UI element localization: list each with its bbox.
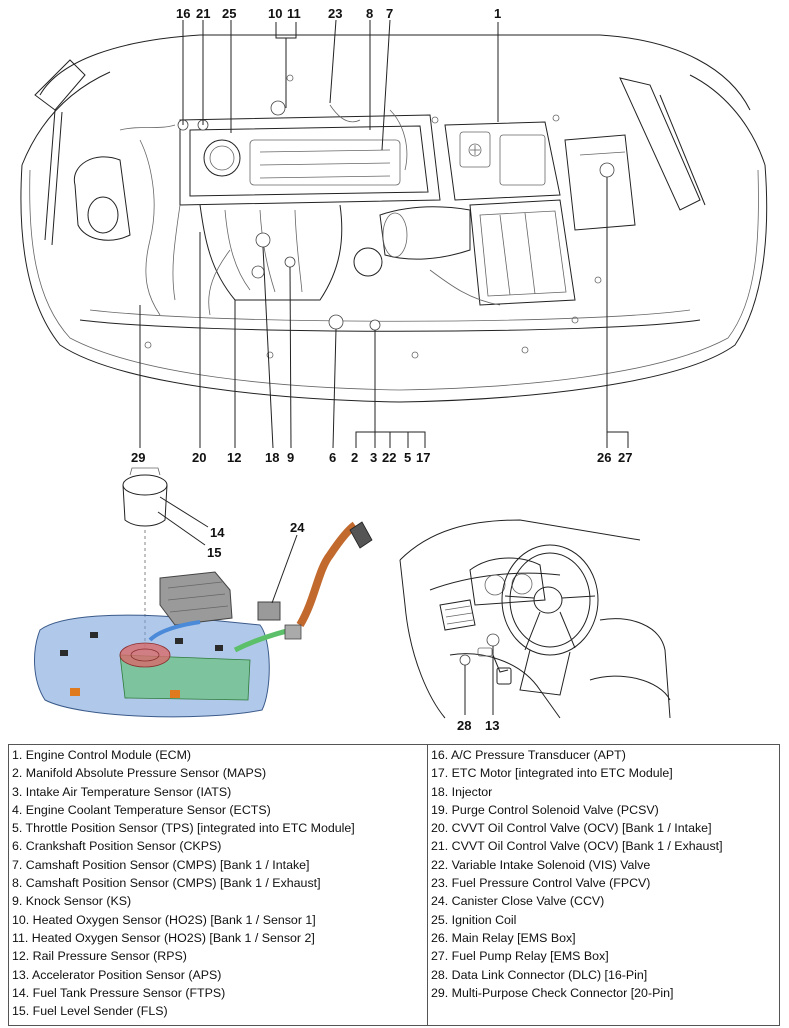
steering-wheel: [501, 544, 599, 656]
callout-18: 18: [265, 450, 279, 465]
callout-24: 24: [290, 520, 305, 535]
callout-13: 13: [485, 718, 499, 733]
legend-item: 8. Camshaft Position Sensor (CMPS) [Bank…: [12, 876, 321, 891]
legend-column-right: 16. A/C Pressure Transducer (APT) 17. ET…: [427, 744, 780, 1022]
callout-23: 23: [328, 6, 342, 21]
callout-29: 29: [131, 450, 145, 465]
legend-item: 12. Rail Pressure Sensor (RPS): [12, 949, 187, 964]
legend-item: 3. Intake Air Temperature Sensor (IATS): [12, 784, 232, 799]
fuel-leader-lines: [157, 496, 298, 604]
legend-item: 17. ETC Motor [integrated into ETC Modul…: [431, 766, 673, 781]
callout-20: 20: [192, 450, 206, 465]
callout-11: 11: [287, 6, 301, 21]
legend-item: 7. Camshaft Position Sensor (CMPS) [Bank…: [12, 857, 310, 872]
legend-item: 2. Manifold Absolute Pressure Sensor (MA…: [12, 766, 267, 781]
component-location-diagram: 16 21 25 10 11 23 8 7 1 29 20 12 18 9 6 …: [20, 6, 768, 733]
callout-26: 26: [597, 450, 611, 465]
callout-15: 15: [207, 545, 221, 560]
callout-9: 9: [287, 450, 294, 465]
filler-hose: [296, 521, 358, 628]
legend-item: 26. Main Relay [EMS Box]: [431, 930, 576, 945]
callout-27: 27: [618, 450, 632, 465]
cabin-illustration: [399, 519, 671, 719]
legend-column-left: 1. Engine Control Module (ECM) 2. Manifo…: [8, 744, 428, 1022]
callout-1: 1: [494, 6, 501, 21]
cabin-leader-lines: [464, 646, 494, 715]
callout-17: 17: [416, 450, 430, 465]
legend-item: 1. Engine Control Module (ECM): [12, 748, 192, 762]
callout-2: 2: [351, 450, 358, 465]
legend-item: 19. Purge Control Solenoid Valve (PCSV): [431, 802, 659, 817]
legend-item: 10. Heated Oxygen Sensor (HO2S) [Bank 1 …: [12, 912, 316, 927]
callout-25: 25: [222, 6, 236, 21]
canister: [159, 571, 233, 626]
callout-7: 7: [386, 6, 393, 21]
callout-28: 28: [457, 718, 471, 733]
legend-item: 16. A/C Pressure Transducer (APT): [431, 748, 626, 762]
legend-item: 25. Ignition Coil: [431, 912, 517, 927]
legend-item: 28. Data Link Connector (DLC) [16-Pin]: [431, 967, 648, 982]
legend-item: 13. Accelerator Position Sensor (APS): [12, 967, 222, 982]
legend-item: 5. Throttle Position Sensor (TPS) [integ…: [12, 821, 355, 836]
callout-16: 16: [176, 6, 190, 21]
callout-8: 8: [366, 6, 373, 21]
fuel-system-illustration: [34, 467, 373, 718]
callout-10: 10: [268, 6, 282, 21]
legend-item: 15. Fuel Level Sender (FLS): [12, 1004, 168, 1019]
engine-callouts: 16 21 25 10 11 23 8 7 1 29 20 12 18 9 6 …: [131, 6, 632, 465]
legend-item: 24. Canister Close Valve (CCV): [431, 894, 605, 909]
callout-21: 21: [196, 6, 210, 21]
legend-item: 22. Variable Intake Solenoid (VIS) Valve: [431, 857, 651, 872]
callout-6: 6: [329, 450, 336, 465]
legend-item: 4. Engine Coolant Temperature Sensor (EC…: [12, 802, 271, 817]
callout-3: 3: [370, 450, 377, 465]
component-legend-table: 1. Engine Control Module (ECM) 2. Manifo…: [8, 744, 780, 1027]
legend-item: 18. Injector: [431, 784, 493, 799]
fuel-callouts: 14 15 24: [207, 520, 305, 560]
legend-item: 9. Knock Sensor (KS): [12, 894, 132, 909]
legend-item: 21. CVVT Oil Control Valve (OCV) [Bank 1…: [431, 839, 723, 854]
legend-item: 20. CVVT Oil Control Valve (OCV) [Bank 1…: [431, 821, 712, 836]
legend-item: 23. Fuel Pressure Control Valve (FPCV): [431, 876, 651, 891]
legend-item: 29. Multi-Purpose Check Connector [20-Pi…: [431, 985, 674, 1000]
legend-item: 27. Fuel Pump Relay [EMS Box]: [431, 949, 609, 964]
callout-14: 14: [210, 525, 225, 540]
engine-bay-illustration: [20, 34, 768, 403]
legend-item: 6. Crankshaft Position Sensor (CKPS): [12, 839, 222, 854]
callout-12: 12: [227, 450, 241, 465]
callout-22: 22: [382, 450, 396, 465]
engine-leader-lines: [139, 19, 629, 449]
callout-5: 5: [404, 450, 411, 465]
legend-item: 14. Fuel Tank Pressure Sensor (FTPS): [12, 985, 226, 1000]
legend-item: 11. Heated Oxygen Sensor (HO2S) [Bank 1 …: [12, 930, 315, 945]
cabin-callouts: 28 13: [457, 718, 499, 733]
